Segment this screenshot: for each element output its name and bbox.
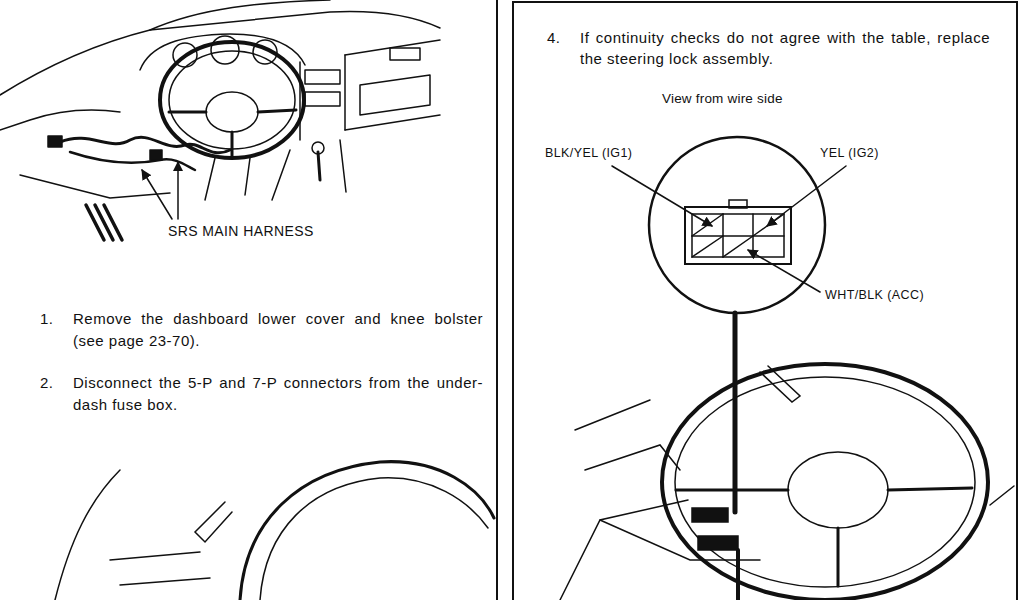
- passenger-dash: [345, 40, 440, 130]
- leader-line: [748, 250, 820, 292]
- harness-connector: [150, 150, 162, 160]
- stalk: [760, 366, 800, 402]
- step-number: 1.: [40, 308, 54, 330]
- vent: [390, 48, 420, 60]
- step-text: Remove the dashboard lower cover and kne…: [73, 308, 483, 352]
- wire-bundle: [733, 313, 738, 512]
- leader-line: [612, 166, 712, 226]
- dash-lines: [560, 400, 688, 600]
- windshield-edge: [150, 0, 330, 30]
- steering-wheel: [662, 364, 988, 600]
- harness-wire: [60, 137, 230, 152]
- part-label: SRS MAIN HARNESS: [168, 222, 314, 240]
- step-text: Disconnect the 5-P and 7-P connectors fr…: [73, 372, 483, 416]
- connector-face: [692, 214, 784, 257]
- connector-plug: [692, 508, 728, 522]
- harness-connector: [48, 136, 62, 147]
- steering-hub: [788, 452, 888, 528]
- step-text: If continuity checks do not agree with t…: [580, 27, 990, 69]
- step-panel: SRS MAIN HARNESS 1. Remove the dashboard l…: [0, 0, 498, 600]
- lower-cover: [600, 520, 760, 560]
- leader-line: [177, 162, 179, 219]
- stalk: [195, 502, 232, 542]
- wire-bundle: [736, 550, 740, 600]
- pin-name: BLK/YEL (IG1): [545, 145, 632, 161]
- shift-lever: [318, 152, 320, 180]
- glove-box: [360, 75, 430, 115]
- step-number: 4.: [547, 27, 561, 48]
- leader-line: [142, 170, 172, 219]
- connector-view: [612, 137, 846, 600]
- dash-edge: [55, 470, 120, 600]
- connector-plug: [698, 536, 738, 550]
- connector-lock-tab: [729, 200, 747, 208]
- step-panel: 4. If continuity checks do not agree with…: [512, 1, 1018, 600]
- pin-name: WHT/BLK (ACC): [825, 287, 924, 303]
- steering-column: [205, 158, 250, 200]
- dash-lower: [0, 110, 120, 130]
- steering-wheel-inner: [675, 377, 975, 587]
- pin-name: YEL (IG2): [820, 145, 879, 161]
- detail-circle: [649, 137, 825, 313]
- steering-drawing: [560, 364, 1014, 600]
- radio: [305, 70, 340, 84]
- dash-lines: [110, 552, 210, 585]
- cavity-marks: [692, 214, 784, 257]
- wheel-spokes: [676, 488, 972, 586]
- center-stack: [300, 55, 345, 140]
- shift-knob: [312, 142, 324, 154]
- break-marks: [86, 205, 122, 240]
- view-note: View from wire side: [662, 90, 783, 107]
- steering-wheel: [160, 42, 304, 158]
- under-dash-drawing: [55, 462, 494, 600]
- connector-housing: [685, 207, 791, 264]
- dashboard-drawing: [0, 0, 440, 240]
- cavity-grid: [692, 214, 784, 257]
- heater-panel: [305, 92, 340, 106]
- steering-hub: [206, 92, 258, 132]
- steering-wheel-inner: [260, 478, 488, 600]
- step-number: 2.: [40, 372, 54, 394]
- dash-lines: [990, 486, 1014, 505]
- wheel-spokes: [169, 110, 296, 156]
- harness-wire: [70, 152, 195, 170]
- console: [272, 140, 346, 200]
- steering-wheel: [240, 462, 494, 600]
- leader-line: [767, 166, 846, 226]
